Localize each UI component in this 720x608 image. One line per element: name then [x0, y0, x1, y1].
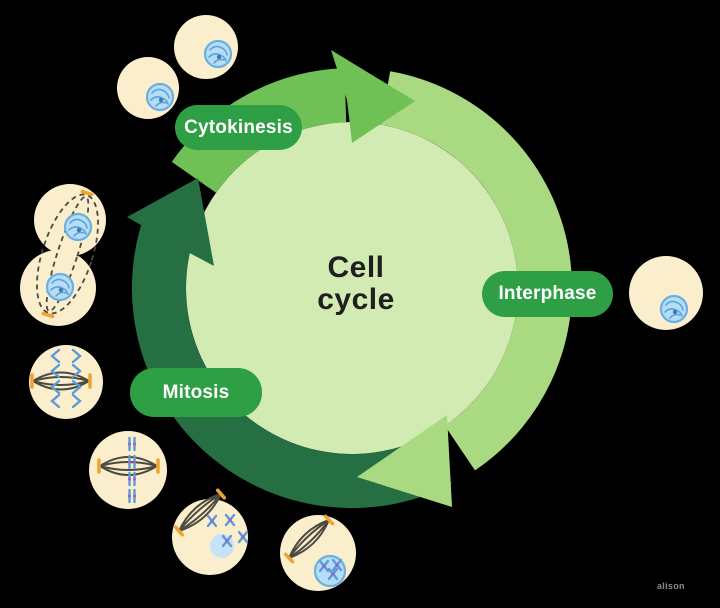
watermark: alison [657, 581, 685, 591]
title-line-2: cycle [317, 283, 395, 317]
mitosis-arrowhead-icon [127, 178, 214, 266]
interphase-cell-icon [629, 256, 703, 330]
daughter-cells-icon [117, 15, 238, 119]
prometaphase-cell-icon [172, 488, 249, 575]
telophase-cell-icon [20, 184, 106, 326]
interphase-label[interactable]: Interphase [482, 271, 613, 317]
interphase-arrowhead-icon [357, 415, 452, 507]
interphase-label-text: Interphase [498, 283, 597, 304]
interphase-arrow-arc [380, 71, 572, 471]
prophase-cell-icon [280, 514, 356, 591]
cytokinesis-label[interactable]: Cytokinesis [175, 105, 302, 150]
page-title: Cell cycle [292, 251, 420, 317]
mitosis-label-text: Mitosis [162, 381, 230, 403]
metaphase-cell-icon [89, 431, 167, 509]
mitosis-label[interactable]: Mitosis [130, 368, 262, 417]
cytokinesis-arrowhead-icon [331, 50, 415, 143]
cytokinesis-label-text: Cytokinesis [184, 116, 293, 138]
anaphase-cell-icon [29, 345, 103, 419]
title-line-1: Cell [327, 251, 385, 284]
cycle-inner-circle [186, 122, 518, 454]
